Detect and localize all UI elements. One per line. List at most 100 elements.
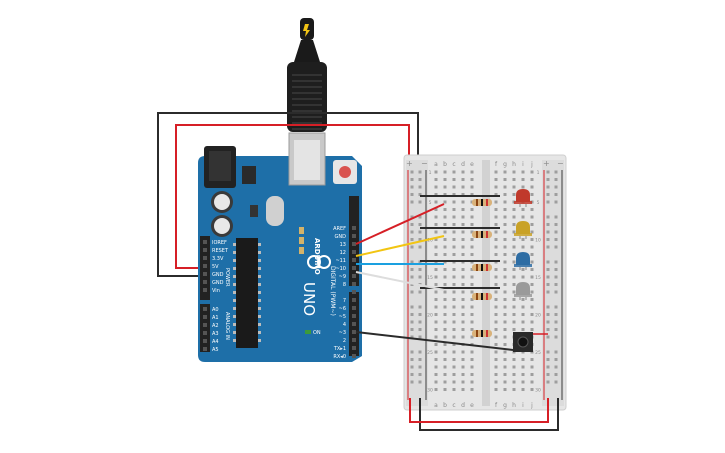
breadboard-hole[interactable] xyxy=(470,230,474,234)
breadboard-hole[interactable] xyxy=(494,170,498,174)
rail-hole[interactable] xyxy=(410,275,414,279)
rail-hole[interactable] xyxy=(554,238,558,241)
rail-hole[interactable] xyxy=(418,320,422,324)
breadboard-hole[interactable] xyxy=(530,298,534,301)
breadboard-hole[interactable] xyxy=(434,193,438,196)
breadboard-hole[interactable] xyxy=(521,380,525,384)
breadboard-hole[interactable] xyxy=(461,275,465,279)
breadboard-hole[interactable] xyxy=(461,178,465,181)
breadboard-hole[interactable] xyxy=(434,358,438,361)
rail-hole[interactable] xyxy=(410,170,414,174)
breadboard-hole[interactable] xyxy=(434,373,438,376)
breadboard-hole[interactable] xyxy=(503,185,507,189)
rail-hole[interactable] xyxy=(546,313,550,316)
breadboard-hole[interactable] xyxy=(521,358,525,361)
rail-hole[interactable] xyxy=(554,170,558,174)
breadboard-hole[interactable] xyxy=(452,313,456,316)
rail-hole[interactable] xyxy=(410,238,414,241)
rail-hole[interactable] xyxy=(410,335,414,339)
rail-hole[interactable] xyxy=(554,178,558,181)
breadboard-hole[interactable] xyxy=(452,215,456,219)
breadboard-hole[interactable] xyxy=(512,298,516,301)
rail-hole[interactable] xyxy=(418,215,422,219)
breadboard-hole[interactable] xyxy=(452,328,456,331)
breadboard-hole[interactable] xyxy=(443,178,447,181)
breadboard-hole[interactable] xyxy=(512,388,516,391)
breadboard-hole[interactable] xyxy=(461,185,465,189)
breadboard-hole[interactable] xyxy=(530,365,534,369)
breadboard-hole[interactable] xyxy=(470,320,474,324)
breadboard-hole[interactable] xyxy=(503,320,507,324)
breadboard-hole[interactable] xyxy=(434,380,438,384)
rail-hole[interactable] xyxy=(554,350,558,354)
breadboard-hole[interactable] xyxy=(461,283,465,286)
analog-pin-hole[interactable] xyxy=(203,315,207,319)
breadboard-hole[interactable] xyxy=(503,365,507,369)
rail-hole[interactable] xyxy=(410,365,414,369)
rail-hole[interactable] xyxy=(418,193,422,196)
breadboard-hole[interactable] xyxy=(434,290,438,294)
breadboard-hole[interactable] xyxy=(503,215,507,219)
breadboard-hole[interactable] xyxy=(503,275,507,279)
digital-pin-hole[interactable] xyxy=(352,322,356,326)
breadboard-hole[interactable] xyxy=(470,305,474,309)
rail-hole[interactable] xyxy=(410,373,414,376)
breadboard-hole[interactable] xyxy=(503,260,507,264)
rail-hole[interactable] xyxy=(554,268,558,271)
rail-hole[interactable] xyxy=(546,290,550,294)
breadboard-hole[interactable] xyxy=(503,290,507,294)
breadboard-hole[interactable] xyxy=(512,253,516,256)
breadboard-hole[interactable] xyxy=(530,388,534,391)
rail-hole[interactable] xyxy=(554,185,558,189)
rail-hole[interactable] xyxy=(554,335,558,339)
breadboard-hole[interactable] xyxy=(452,268,456,271)
breadboard-hole[interactable] xyxy=(452,335,456,339)
rail-hole[interactable] xyxy=(418,268,422,271)
breadboard-hole[interactable] xyxy=(470,313,474,316)
breadboard-hole[interactable] xyxy=(530,275,534,279)
breadboard-hole[interactable] xyxy=(530,305,534,309)
rail-hole[interactable] xyxy=(546,328,550,331)
breadboard-hole[interactable] xyxy=(443,230,447,234)
breadboard-hole[interactable] xyxy=(530,313,534,316)
power-pin-hole[interactable] xyxy=(203,280,207,284)
breadboard-hole[interactable] xyxy=(443,215,447,219)
breadboard-hole[interactable] xyxy=(452,275,456,279)
breadboard-hole[interactable] xyxy=(530,185,534,189)
breadboard-hole[interactable] xyxy=(521,373,525,376)
breadboard-hole[interactable] xyxy=(434,343,438,346)
breadboard-hole[interactable] xyxy=(503,200,507,204)
breadboard-hole[interactable] xyxy=(461,350,465,354)
breadboard-hole[interactable] xyxy=(512,358,516,361)
breadboard-hole[interactable] xyxy=(503,313,507,316)
breadboard-hole[interactable] xyxy=(434,388,438,391)
rail-hole[interactable] xyxy=(554,305,558,309)
breadboard-hole[interactable] xyxy=(461,320,465,324)
rail-hole[interactable] xyxy=(554,230,558,234)
breadboard-hole[interactable] xyxy=(443,223,447,226)
breadboard-hole[interactable] xyxy=(461,208,465,211)
breadboard-hole[interactable] xyxy=(530,170,534,174)
rail-hole[interactable] xyxy=(418,178,422,181)
breadboard-hole[interactable] xyxy=(452,343,456,346)
breadboard-hole[interactable] xyxy=(494,328,498,331)
power-pin-hole[interactable] xyxy=(203,272,207,276)
breadboard-hole[interactable] xyxy=(461,193,465,196)
breadboard-hole[interactable] xyxy=(461,170,465,174)
breadboard-hole[interactable] xyxy=(461,298,465,301)
breadboard-hole[interactable] xyxy=(434,215,438,219)
rail-hole[interactable] xyxy=(410,358,414,361)
breadboard-hole[interactable] xyxy=(503,388,507,391)
breadboard-hole[interactable] xyxy=(434,298,438,301)
rail-hole[interactable] xyxy=(418,328,422,331)
rail-hole[interactable] xyxy=(546,230,550,234)
breadboard-hole[interactable] xyxy=(452,358,456,361)
breadboard-hole[interactable] xyxy=(521,313,525,316)
rail-hole[interactable] xyxy=(546,223,550,226)
breadboard-hole[interactable] xyxy=(521,170,525,174)
breadboard-hole[interactable] xyxy=(512,215,516,219)
breadboard-hole[interactable] xyxy=(443,170,447,174)
breadboard-hole[interactable] xyxy=(512,373,516,376)
digital-pin-hole[interactable] xyxy=(352,330,356,334)
breadboard-hole[interactable] xyxy=(503,328,507,331)
